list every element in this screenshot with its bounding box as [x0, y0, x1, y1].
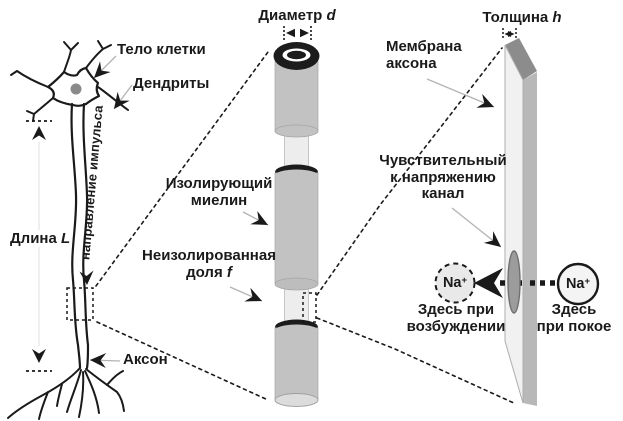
excited-line2: возбуждении — [406, 317, 506, 335]
membrane-line2: аксона — [386, 54, 437, 72]
diameter-title-text: Диаметр — [258, 7, 327, 24]
length-variable: L — [61, 230, 71, 247]
myelin-segment-3 — [274, 319, 319, 407]
axon-arrow — [89, 353, 121, 369]
myelin-cylinders — [273, 26, 320, 407]
connector-axon-to-cylinder-bottom — [96, 321, 269, 401]
length-arrow-down — [32, 349, 46, 363]
na-ion-rest-label: Na+ — [558, 276, 598, 292]
axon-label: Аксон — [123, 351, 168, 369]
thickness-dimension-marker — [502, 28, 517, 40]
channel-line2: к напряжению — [390, 168, 496, 186]
rest-line2: при покое — [536, 317, 612, 335]
na-symbol: Na — [442, 275, 462, 291]
thickness-title-text: Толщина — [482, 9, 553, 26]
insulating-myelin-label: Изолирующий миелин — [149, 175, 289, 209]
dendrites-label-text: Дендриты — [133, 75, 210, 92]
uninsulated-fraction-label: Неизолированная доля f — [139, 247, 279, 281]
na-ion-excited-label: Na+ — [435, 275, 475, 291]
rest-state-label: Здесь при покое — [504, 301, 623, 335]
myelin-segment-1 — [273, 42, 320, 138]
voltage-gated-channel — [507, 250, 521, 314]
channel-arrow — [451, 207, 502, 248]
membrane-arrow — [426, 78, 495, 108]
cell-body-label: Тело клетки — [117, 41, 206, 59]
na-ion-excited-circle — [434, 262, 476, 304]
diameter-variable: d — [326, 7, 336, 24]
axon-zoom-box — [66, 287, 94, 321]
membrane-label: Мембрана аксона — [386, 38, 462, 72]
na-ion-rest-circle — [556, 262, 600, 306]
zoom-connector-lines — [95, 47, 517, 405]
uninsulated-arrow — [229, 286, 263, 302]
uninsulated-line1: Неизолированная — [142, 247, 276, 264]
ion-flow-arrow — [474, 268, 503, 298]
cell-body-label-text: Тело клетки — [117, 41, 206, 58]
channel-label: Чувствительный к напряжению канал — [373, 152, 513, 203]
impulse-direction-arrow — [79, 270, 94, 285]
rest-line1: Здесь — [551, 301, 597, 318]
cell-body-arrow — [93, 55, 117, 79]
uninsulated-variable: f — [226, 263, 232, 281]
length-arrow-up — [32, 126, 46, 140]
length-label: Длина L — [8, 230, 73, 248]
dendrites-label: Дендриты — [133, 75, 210, 93]
thickness-variable: h — [552, 9, 562, 26]
excited-state-label: Здесь при возбуждении — [386, 301, 526, 335]
channel-line1: Чувствительный — [379, 152, 507, 169]
na-charge: + — [584, 276, 591, 287]
na-symbol: Na — [565, 276, 585, 292]
channel-line3: канал — [421, 185, 465, 202]
excited-line1: Здесь при — [417, 301, 495, 318]
myelin-segment-2 — [274, 164, 319, 291]
insulating-line1: Изолирующий — [165, 175, 273, 192]
dendrites-arrow — [113, 84, 133, 110]
axon-core-top — [287, 50, 306, 60]
slab-side-face — [523, 72, 537, 406]
gap-zoom-box — [302, 292, 317, 323]
axon-label-text: Аксон — [123, 351, 168, 368]
length-label-text: Длина — [10, 230, 62, 247]
membrane-slab — [434, 28, 600, 406]
length-extent-marks — [26, 120, 52, 372]
nucleus — [70, 83, 82, 95]
connector-gap-to-slab-bottom — [316, 317, 517, 405]
slab-front-face — [504, 44, 524, 404]
diameter-dimension-marker — [283, 26, 312, 40]
uninsulated-line2: доля — [186, 263, 227, 281]
thickness-title: Толщина h — [452, 9, 592, 27]
na-charge: + — [461, 275, 468, 286]
label-leader-arrows — [89, 55, 502, 369]
axon-terminals — [7, 367, 125, 420]
slab-top-face — [505, 38, 537, 80]
myelin-arrow — [242, 210, 269, 226]
diameter-title: Диаметр d — [227, 7, 367, 25]
insulating-line2: миелин — [190, 191, 248, 209]
neuron-drawing — [7, 40, 129, 420]
connector-axon-to-cylinder-top — [95, 51, 269, 287]
membrane-line1: Мембрана — [386, 38, 462, 55]
